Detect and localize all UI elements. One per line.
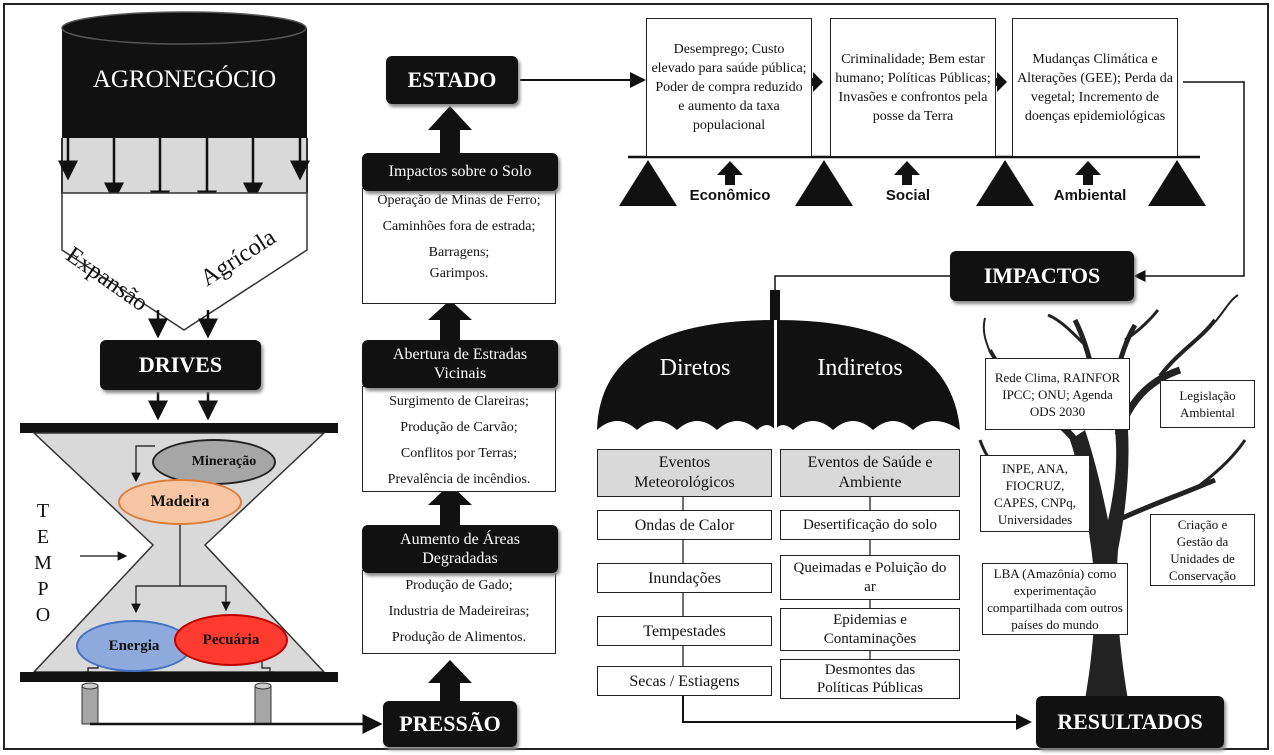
estado-box: ESTADO [386,56,518,104]
resultados-box: RESULTADOS [1036,696,1224,748]
eventos-meteorologicos-header: Eventos Meteorológicos [597,449,772,497]
tempo-label: TEMPO [32,500,54,630]
list-item: Industria de Madeireiras; [388,604,530,619]
stack-up-arrows [428,106,472,710]
pillar-label-economico: Econômico [689,187,771,204]
list-item: Barragens; [428,245,490,260]
tree-box-legislacao: Legislação Ambiental [1160,380,1255,428]
tree-box-rede-clima: Rede Clima, RAINFOR IPCC; ONU; Agenda OD… [985,358,1130,430]
estado-social-box: Criminalidade; Bem estar humano; Polític… [830,18,996,157]
impactos-solo-header: Impactos sobre o Solo [362,153,558,191]
diretos-item-1: Ondas de Calor [597,510,772,540]
madeira-ellipse: Madeira [118,479,242,525]
diretos-item-3: Tempestades [597,616,772,646]
pillars-base [619,155,1206,206]
madeira-label: Madeira [150,493,210,510]
list-item: Produção de Carvão; [400,420,518,435]
energia-label: Energia [108,637,160,654]
areas-degradadas-header: Aumento de Áreas Degradadas [362,525,558,573]
pecuaria-ellipse: Pecuária [174,614,288,666]
umbrella [597,290,960,700]
hourglass [20,423,338,682]
indiretos-item-2: Queimadas e Poluição do ar [780,555,960,600]
indiretos-item-1: Desertificação do solo [780,510,960,540]
list-item: Produção de Alimentos. [391,630,527,645]
list-item: Operação de Minas de Ferro; [377,193,541,208]
indiretos-item-4: Desmontes das Políticas Públicas [780,659,960,699]
list-item: Prevalência de incêndios. [387,472,531,487]
tree-box-lba: LBA (Amazônia) como experimentação compa… [982,563,1128,635]
list-item: Surgimento de Clareiras; [389,394,529,409]
output-cylinders [81,682,272,725]
estradas-list: Surgimento de Clareiras; Produção de Car… [362,386,556,492]
estado-economico-box: Desemprego; Custo elevado para saúde púb… [646,18,812,157]
pillar-label-social: Social [885,187,931,204]
tree-box-inpe: INPE, ANA, FIOCRUZ, CAPES, CNPq, Univers… [980,455,1090,532]
mineracao-label: Mineração [191,454,257,469]
list-item: Garimpos. [429,266,489,281]
pressao-box: PRESSÃO [383,701,517,747]
estado-ambiental-box: Mudanças Climática e Alterações (GEE); P… [1012,18,1178,157]
pecuaria-label: Pecuária [202,631,260,648]
list-connectors [682,497,871,666]
list-item: Produção de Gado; [405,578,513,593]
expansao-funnel [61,192,308,331]
umbrella-label-indiretos: Indiretos [817,355,903,381]
list-item: Conflitos por Terras; [400,446,518,461]
agronegocio-title: AGRONEGÓCIO [92,66,277,93]
mineracao-ellipse: Mineração [152,439,276,485]
areas-degradadas-list: Produção de Gado; Industria de Madeireir… [362,570,556,654]
umbrella-label-diretos: Diretos [659,355,731,381]
tree-box-unidades: Criação e Gestão da Unidades de Conserva… [1150,514,1255,586]
energia-ellipse: Energia [76,620,192,672]
pillar-label-ambiental: Ambiental [1053,187,1127,204]
agronegocio-cylinder [61,11,308,193]
list-item: Caminhões fora de estrada; [382,219,536,234]
indiretos-item-3: Epidemias e Contaminações [780,608,960,651]
impactos-solo-list: Operação de Minas de Ferro; Caminhões fo… [362,188,556,304]
outer-frame [3,3,1269,750]
eventos-saude-header: Eventos de Saúde e Ambiente [780,449,960,497]
diretos-item-4: Secas / Estiagens [597,666,772,696]
impactos-box: IMPACTOS [950,251,1134,301]
diretos-item-2: Inundações [597,563,772,593]
drives-box: DRIVES [100,340,261,390]
estradas-header: Abertura de Estradas Vicinais [362,340,558,388]
